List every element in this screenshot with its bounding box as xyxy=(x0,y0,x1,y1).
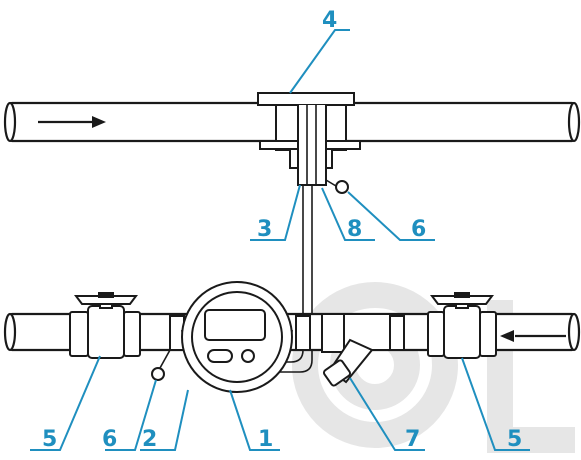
insertion-fitting xyxy=(257,92,361,186)
arrow-right-icon xyxy=(38,116,106,128)
sensor-top xyxy=(325,179,349,194)
ball-valve-right xyxy=(427,292,497,359)
callout-5-right: 5 xyxy=(507,427,522,452)
callout-6-bottom: 6 xyxy=(102,427,117,452)
callout-5-left: 5 xyxy=(42,427,57,452)
callout-3: 3 xyxy=(257,217,272,242)
arrow-left-icon xyxy=(500,330,566,342)
flow-meter xyxy=(181,281,293,393)
flange-mid xyxy=(321,313,345,353)
callout-7: 7 xyxy=(405,427,420,452)
callout-6-top: 6 xyxy=(411,217,426,242)
callout-2: 2 xyxy=(142,427,157,452)
leader-lines xyxy=(30,29,530,451)
flange-right xyxy=(389,315,405,351)
ball-valve-left xyxy=(69,292,141,359)
coupling-right xyxy=(295,315,311,351)
strainer xyxy=(323,313,391,387)
callout-1: 1 xyxy=(258,427,273,452)
callout-4: 4 xyxy=(322,8,337,33)
callout-8: 8 xyxy=(347,217,362,242)
sensor-bottom xyxy=(151,349,171,381)
